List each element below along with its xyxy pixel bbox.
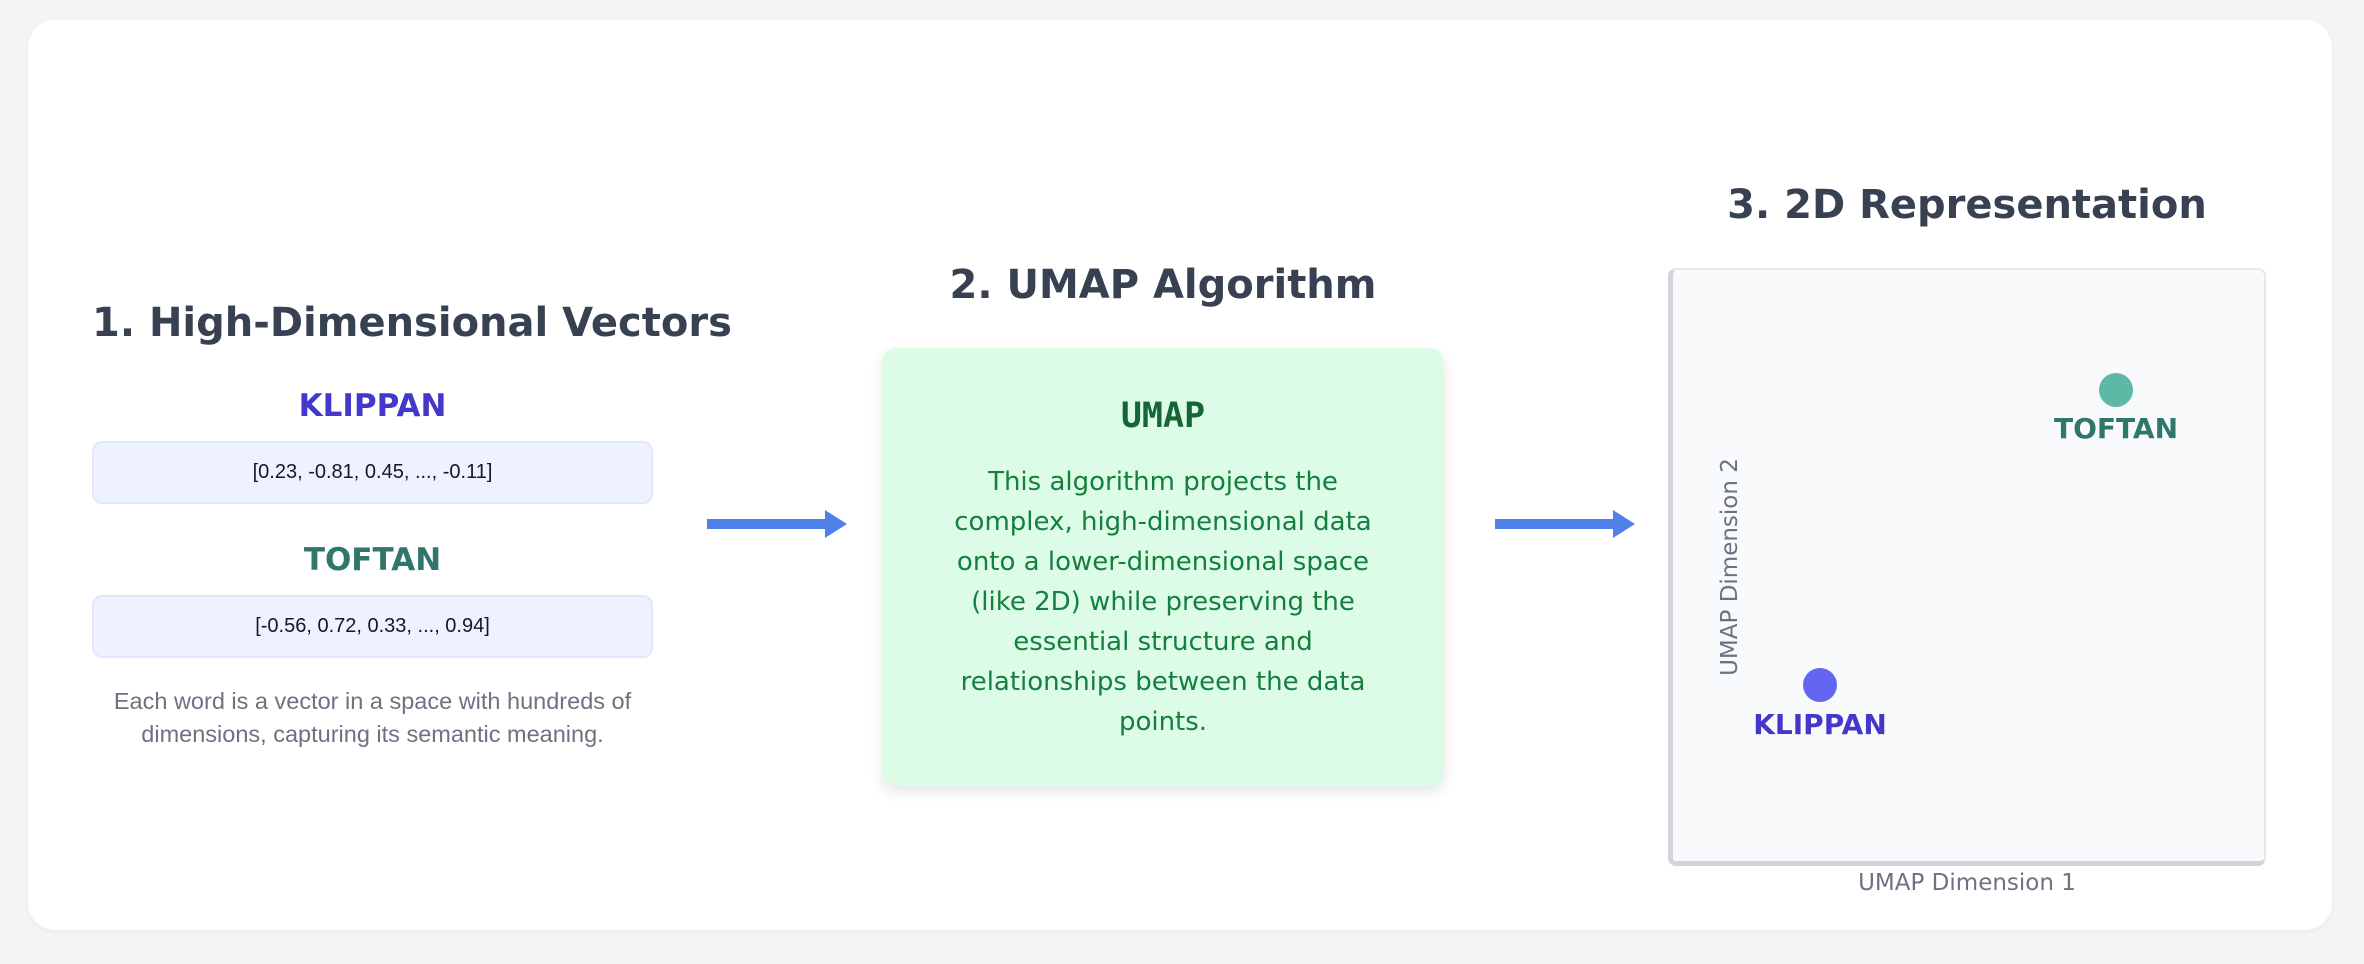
x-axis-label: UMAP Dimension 1 — [1858, 870, 2076, 896]
stage1-description: Each word is a vector in a space with hu… — [113, 688, 632, 747]
arrow-right-icon — [1495, 510, 1635, 538]
stage1-title: 1. High-Dimensional Vectors — [92, 300, 732, 346]
point-klippan — [1803, 668, 1837, 702]
y-axis-label: UMAP Dimension 2 — [1717, 458, 1743, 676]
point-toftan — [2099, 373, 2133, 407]
umap-heading: UMAP — [1120, 396, 1206, 436]
point-label-klippan: KLIPPAN — [1753, 708, 1887, 741]
scatter-plot-area — [1668, 268, 2266, 866]
vector-box-toftan: [-0.56, 0.72, 0.33, ..., 0.94] — [92, 595, 653, 658]
stage2-title: 2. UMAP Algorithm — [949, 262, 1377, 308]
word-label-klippan: KLIPPAN — [298, 388, 447, 424]
word-label-toftan: TOFTAN — [303, 542, 442, 578]
arrow-right-icon — [707, 510, 847, 538]
umap-description: This algorithm projects the complex, hig… — [954, 467, 1372, 737]
umap-algorithm-box: UMAP This algorithm projects the complex… — [882, 348, 1444, 786]
stage3-title: 3. 2D Representation — [1727, 182, 2207, 228]
point-label-toftan: TOFTAN — [2053, 412, 2179, 445]
vector-box-klippan: [0.23, -0.81, 0.45, ..., -0.11] — [92, 441, 653, 504]
